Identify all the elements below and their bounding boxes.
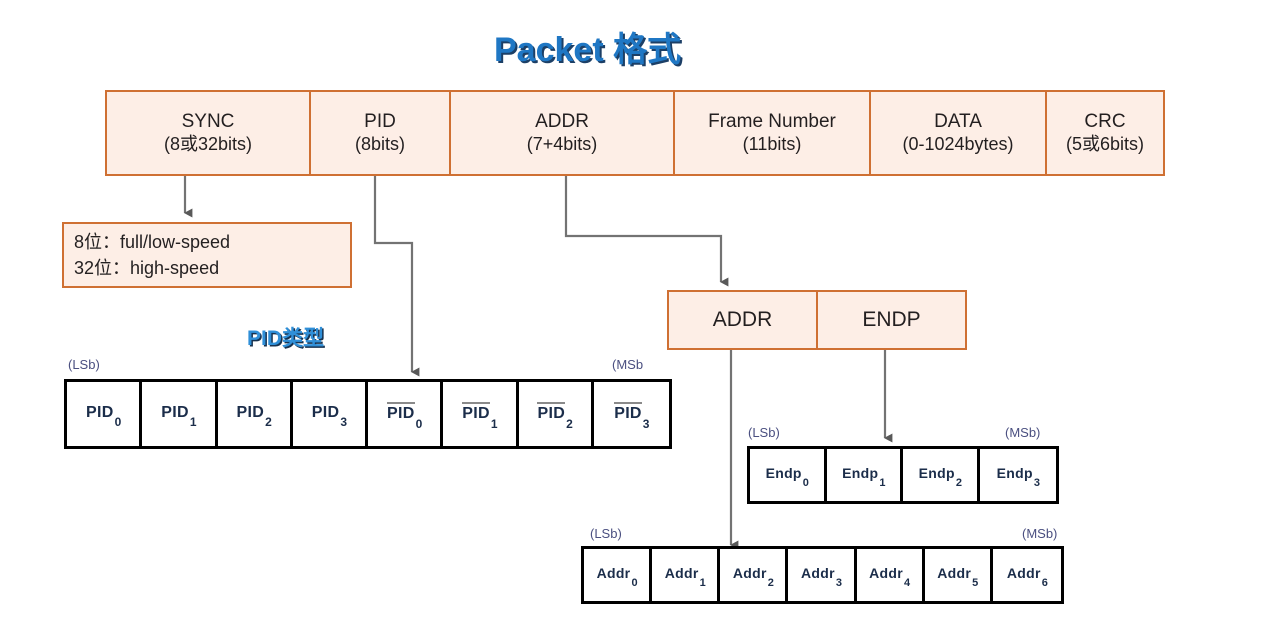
packet-cell-data[interactable]: DATA (0-1024bytes) bbox=[871, 92, 1047, 174]
pid-bit-sub: 3 bbox=[340, 415, 347, 430]
pid-bit-sub: 0 bbox=[114, 415, 122, 430]
addr-bit-sub: 1 bbox=[699, 577, 706, 590]
packet-cell-addr-size: (7+4bits) bbox=[526, 133, 598, 154]
packet-cell-frame-number-size: (11bits) bbox=[742, 133, 802, 154]
endp-bit-cell[interactable]: Endp3 bbox=[979, 449, 1056, 501]
pid-bit-base: PID bbox=[462, 402, 490, 423]
pid-bit-cell-inverted[interactable]: PID2 bbox=[518, 382, 594, 446]
pid-bit-sub: 3 bbox=[642, 416, 650, 431]
endp-bit-sub: 3 bbox=[1033, 477, 1040, 490]
addr-bit-cell[interactable]: Addr1 bbox=[652, 549, 721, 601]
pid-bit-row: PID0 PID1 PID2 PID3 PID0 PID1 PID2 PID3 bbox=[64, 379, 672, 449]
addr-bit-base: Addr bbox=[596, 564, 631, 581]
endp-row-lsb-label: (LSb) bbox=[748, 425, 780, 440]
endp-bit-sub: 1 bbox=[879, 477, 886, 490]
endp-bit-base: Endp bbox=[918, 464, 955, 481]
pid-bit-sub: 2 bbox=[566, 416, 573, 431]
addr-bit-sub: 4 bbox=[904, 577, 911, 590]
endp-bit-cell[interactable]: Endp2 bbox=[903, 449, 980, 501]
addr-bit-cell[interactable]: Addr6 bbox=[992, 549, 1061, 601]
addr-bit-base: Addr bbox=[869, 564, 903, 581]
addr-bit-sub: 0 bbox=[631, 577, 638, 590]
packet-cell-pid-size: (8bits) bbox=[354, 133, 405, 154]
packet-cell-data-name: DATA bbox=[934, 111, 982, 133]
addr-bit-row: Addr0 Addr1 Addr2 Addr3 Addr4 Addr5 Addr… bbox=[581, 546, 1064, 604]
addr-endp-box: ADDR ENDP bbox=[667, 290, 967, 350]
pid-bit-cell[interactable]: PID0 bbox=[67, 382, 143, 446]
endp-bit-base: Endp bbox=[996, 464, 1033, 481]
addr-bit-base: Addr bbox=[937, 564, 972, 581]
addr-endp-cell-addr[interactable]: ADDR bbox=[669, 292, 818, 348]
pid-bit-base: PID bbox=[85, 403, 114, 421]
pid-bit-sub: 1 bbox=[490, 416, 498, 431]
addr-bit-sub: 3 bbox=[835, 577, 842, 590]
addr-row-msb-label: (MSb) bbox=[1022, 526, 1058, 541]
addr-bit-cell[interactable]: Addr0 bbox=[584, 549, 653, 601]
pid-bit-base: PID bbox=[236, 403, 265, 421]
endp-bit-cell[interactable]: Endp1 bbox=[826, 449, 904, 501]
addr-bit-cell[interactable]: Addr2 bbox=[720, 549, 789, 601]
sync-speed-note: 8位：full/low-speed 32位：high-speed bbox=[62, 222, 352, 288]
addr-bit-cell[interactable]: Addr5 bbox=[924, 549, 993, 601]
pid-bit-sub: 0 bbox=[415, 416, 423, 431]
packet-cell-crc-name: CRC bbox=[1084, 111, 1126, 133]
sync-note-line-1: 8位：full/low-speed bbox=[74, 231, 231, 252]
addr-bit-base: Addr bbox=[800, 564, 835, 581]
addr-bit-sub: 5 bbox=[972, 577, 979, 590]
pid-bit-cell[interactable]: PID3 bbox=[292, 382, 368, 446]
pid-type-subtitle: PID类型 bbox=[247, 327, 325, 350]
endp-row-msb-label: (MSb) bbox=[1005, 425, 1041, 440]
packet-cell-pid-name: PID bbox=[364, 111, 396, 133]
addr-endp-cell-endp[interactable]: ENDP bbox=[862, 308, 921, 331]
pid-bit-base: PID bbox=[537, 402, 566, 423]
addr-bit-base: Addr bbox=[664, 564, 699, 581]
pid-bit-cell-inverted[interactable]: PID1 bbox=[443, 382, 519, 446]
packet-cell-frame-number[interactable]: Frame Number (11bits) bbox=[675, 92, 871, 174]
page-title: Packet 格式 bbox=[494, 31, 682, 69]
packet-cell-crc[interactable]: CRC (5或6bits) bbox=[1047, 92, 1163, 174]
addr-bit-sub: 6 bbox=[1041, 577, 1048, 590]
packet-cell-sync-name: SYNC bbox=[181, 111, 235, 133]
pid-row-lsb-label: (LSb) bbox=[68, 357, 100, 372]
endp-bit-sub: 2 bbox=[955, 477, 962, 490]
pid-row-msb-label: (MSb bbox=[612, 357, 644, 372]
addr-row-lsb-label: (LSb) bbox=[590, 526, 622, 541]
pid-bit-cell[interactable]: PID2 bbox=[217, 382, 293, 446]
packet-cell-addr-name: ADDR bbox=[535, 111, 589, 133]
packet-format-table: SYNC (8或32bits) PID (8bits) ADDR (7+4bit… bbox=[105, 90, 1165, 176]
addr-bit-sub: 2 bbox=[767, 577, 774, 590]
pid-bit-cell-inverted[interactable]: PID3 bbox=[593, 382, 669, 446]
packet-cell-sync-size: (8或32bits) bbox=[163, 133, 253, 154]
endp-bit-sub: 0 bbox=[802, 477, 809, 490]
packet-cell-data-size: (0-1024bytes) bbox=[902, 133, 1014, 154]
pid-bit-base: PID bbox=[386, 402, 415, 423]
endp-bit-base: Endp bbox=[765, 464, 802, 481]
packet-cell-pid[interactable]: PID (8bits) bbox=[311, 92, 451, 174]
endp-bit-cell[interactable]: Endp0 bbox=[750, 449, 827, 501]
pid-bit-cell-inverted[interactable]: PID0 bbox=[368, 382, 444, 446]
pid-bit-sub: 1 bbox=[189, 415, 197, 430]
endp-bit-base: Endp bbox=[842, 464, 879, 481]
pid-bit-sub: 2 bbox=[265, 415, 272, 430]
addr-bit-cell[interactable]: Addr4 bbox=[856, 549, 925, 601]
addr-bit-cell[interactable]: Addr3 bbox=[788, 549, 857, 601]
pid-bit-base: PID bbox=[161, 403, 189, 421]
packet-cell-crc-size: (5或6bits) bbox=[1065, 133, 1145, 154]
pid-bit-base: PID bbox=[614, 402, 642, 423]
addr-bit-base: Addr bbox=[1006, 564, 1041, 581]
addr-bit-base: Addr bbox=[732, 564, 767, 581]
sync-note-line-2: 32位：high-speed bbox=[74, 258, 220, 278]
pid-bit-base: PID bbox=[311, 403, 340, 421]
packet-cell-frame-number-name: Frame Number bbox=[708, 111, 836, 133]
endp-bit-row: Endp0 Endp1 Endp2 Endp3 bbox=[747, 446, 1059, 504]
packet-cell-sync[interactable]: SYNC (8或32bits) bbox=[107, 92, 311, 174]
packet-cell-addr[interactable]: ADDR (7+4bits) bbox=[451, 92, 675, 174]
pid-bit-cell[interactable]: PID1 bbox=[142, 382, 218, 446]
